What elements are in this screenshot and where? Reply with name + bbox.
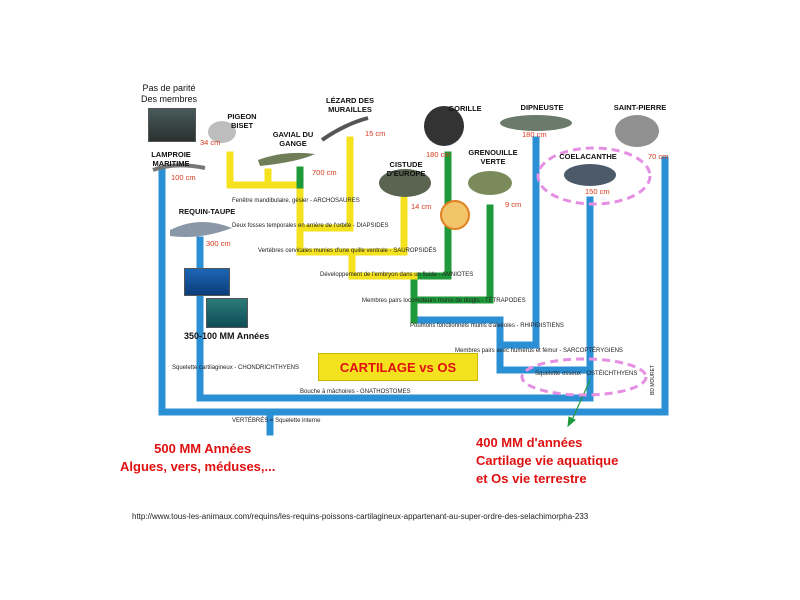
size-lezard: 15 cm <box>365 129 386 138</box>
right-note: 400 MM d'années Cartilage vie aquatique … <box>476 434 618 488</box>
label-coelacanthe: COELACANTHE <box>559 152 617 161</box>
size-dipneuste: 180 cm <box>522 130 547 139</box>
lamproie-silhouette <box>152 163 206 172</box>
node-osteichthyens: Squelette osseux - OSTÉICHTHYENS <box>535 371 638 377</box>
parity-note: Pas de parité Des membres <box>141 83 197 105</box>
size-coelacanthe: 150 cm <box>585 187 610 196</box>
left-note: 500 MM Années Algues, vers, méduses,... <box>120 440 275 476</box>
label-cistude: CISTUDE D'EUROPE <box>386 160 426 178</box>
ray-photo <box>206 298 248 328</box>
requin-silhouette <box>170 221 232 237</box>
left-note-line-2: Algues, vers, méduses,... <box>120 459 276 474</box>
shark-photo-1 <box>184 268 230 296</box>
node-amniotes: Développement de l'embryon dans un fluid… <box>320 272 474 278</box>
node-chondrichthyens: Squelette cartilagineux - CHONDRICHTHYEN… <box>172 365 300 371</box>
right-note-line-3: et Os vie terrestre <box>476 471 587 486</box>
size-cistude: 14 cm <box>411 202 432 211</box>
node-sarcopterygiens: Membres pairs avec humérus et fémur - SA… <box>455 348 623 354</box>
highlight-osteichthyens <box>520 357 648 397</box>
size-gorille: 180 cm <box>426 150 451 159</box>
highlight-coelacanthe <box>536 146 652 206</box>
arrow-head <box>567 416 576 428</box>
branch-tetrapodes <box>410 204 494 324</box>
node-gnathostomes: Bouche à mâchoires - GNATHOSTOMES <box>300 389 411 395</box>
title-text: CARTILAGE vs OS <box>339 359 457 375</box>
label-requin: REQUIN-TAUPE <box>178 207 236 216</box>
node-rhipidistiens: Poumons fonctionnels munis d'alvéoles - … <box>410 323 564 329</box>
size-requin: 300 cm <box>206 239 231 248</box>
node-sauropsides: Vertèbres cervicales munies d'une quille… <box>258 248 437 254</box>
node-diapsides: Deux fosses temporales en arrière de l'o… <box>232 223 389 229</box>
left-note-line-1: 500 MM Années <box>154 441 252 456</box>
branch-sauropsides <box>348 191 418 280</box>
node-vertebres: VERTÉBRÉS = Squelette interne <box>232 418 321 424</box>
lezard-silhouette <box>320 116 369 142</box>
grenouille-silhouette <box>468 171 512 195</box>
right-note-line-2: Cartilage vie aquatique <box>476 453 619 468</box>
right-note-line-1: 400 MM d'années <box>476 435 583 450</box>
size-pigeon: 34 cm <box>200 138 221 147</box>
saintpierre-silhouette <box>615 115 659 147</box>
source-url[interactable]: http://www.tous-les-animaux.com/requins/… <box>132 512 589 521</box>
embryo-silhouette <box>440 200 470 230</box>
era-label: 350-100 MM Années <box>184 331 270 341</box>
branch-sarcopterygiens <box>496 136 540 374</box>
node-tetrapodes: Membres pairs locomoteurs munis de doigt… <box>362 298 526 304</box>
branch-archosaures <box>226 151 304 232</box>
branch-vertebres <box>158 156 669 416</box>
label-dipneuste: DIPNEUSTE <box>520 103 564 112</box>
credit: BD MOURET <box>650 365 656 395</box>
size-grenouille: 9 cm <box>505 200 522 209</box>
node-archosaures: Fenêtre mandibulaire, gésier - ARCHOSAUR… <box>232 198 360 204</box>
size-gavial: 700 cm <box>312 168 337 177</box>
parity-line-2: Des membres <box>141 94 198 104</box>
label-gavial: GAVIAL DU GANGE <box>272 130 314 148</box>
branch-rhipidistiens <box>410 316 504 349</box>
gorille-silhouette <box>424 106 464 146</box>
label-saintpierre: SAINT-PIERRE <box>613 103 667 112</box>
lamproie-photo <box>148 108 196 142</box>
size-saintpierre: 70 cm <box>648 152 669 161</box>
arrow-line <box>571 379 591 421</box>
cistude-silhouette <box>379 169 431 197</box>
coelacanthe-silhouette <box>564 164 616 186</box>
title-box: CARTILAGE vs OS <box>318 353 478 381</box>
dipneuste-silhouette <box>500 115 572 131</box>
label-gorille: GORILLE <box>448 104 482 113</box>
gavial-silhouette <box>258 152 315 166</box>
pigeon-silhouette <box>208 121 236 143</box>
parity-line-1: Pas de parité <box>142 83 196 93</box>
animal-silhouettes <box>152 106 659 237</box>
size-lamproie: 100 cm <box>171 173 196 182</box>
